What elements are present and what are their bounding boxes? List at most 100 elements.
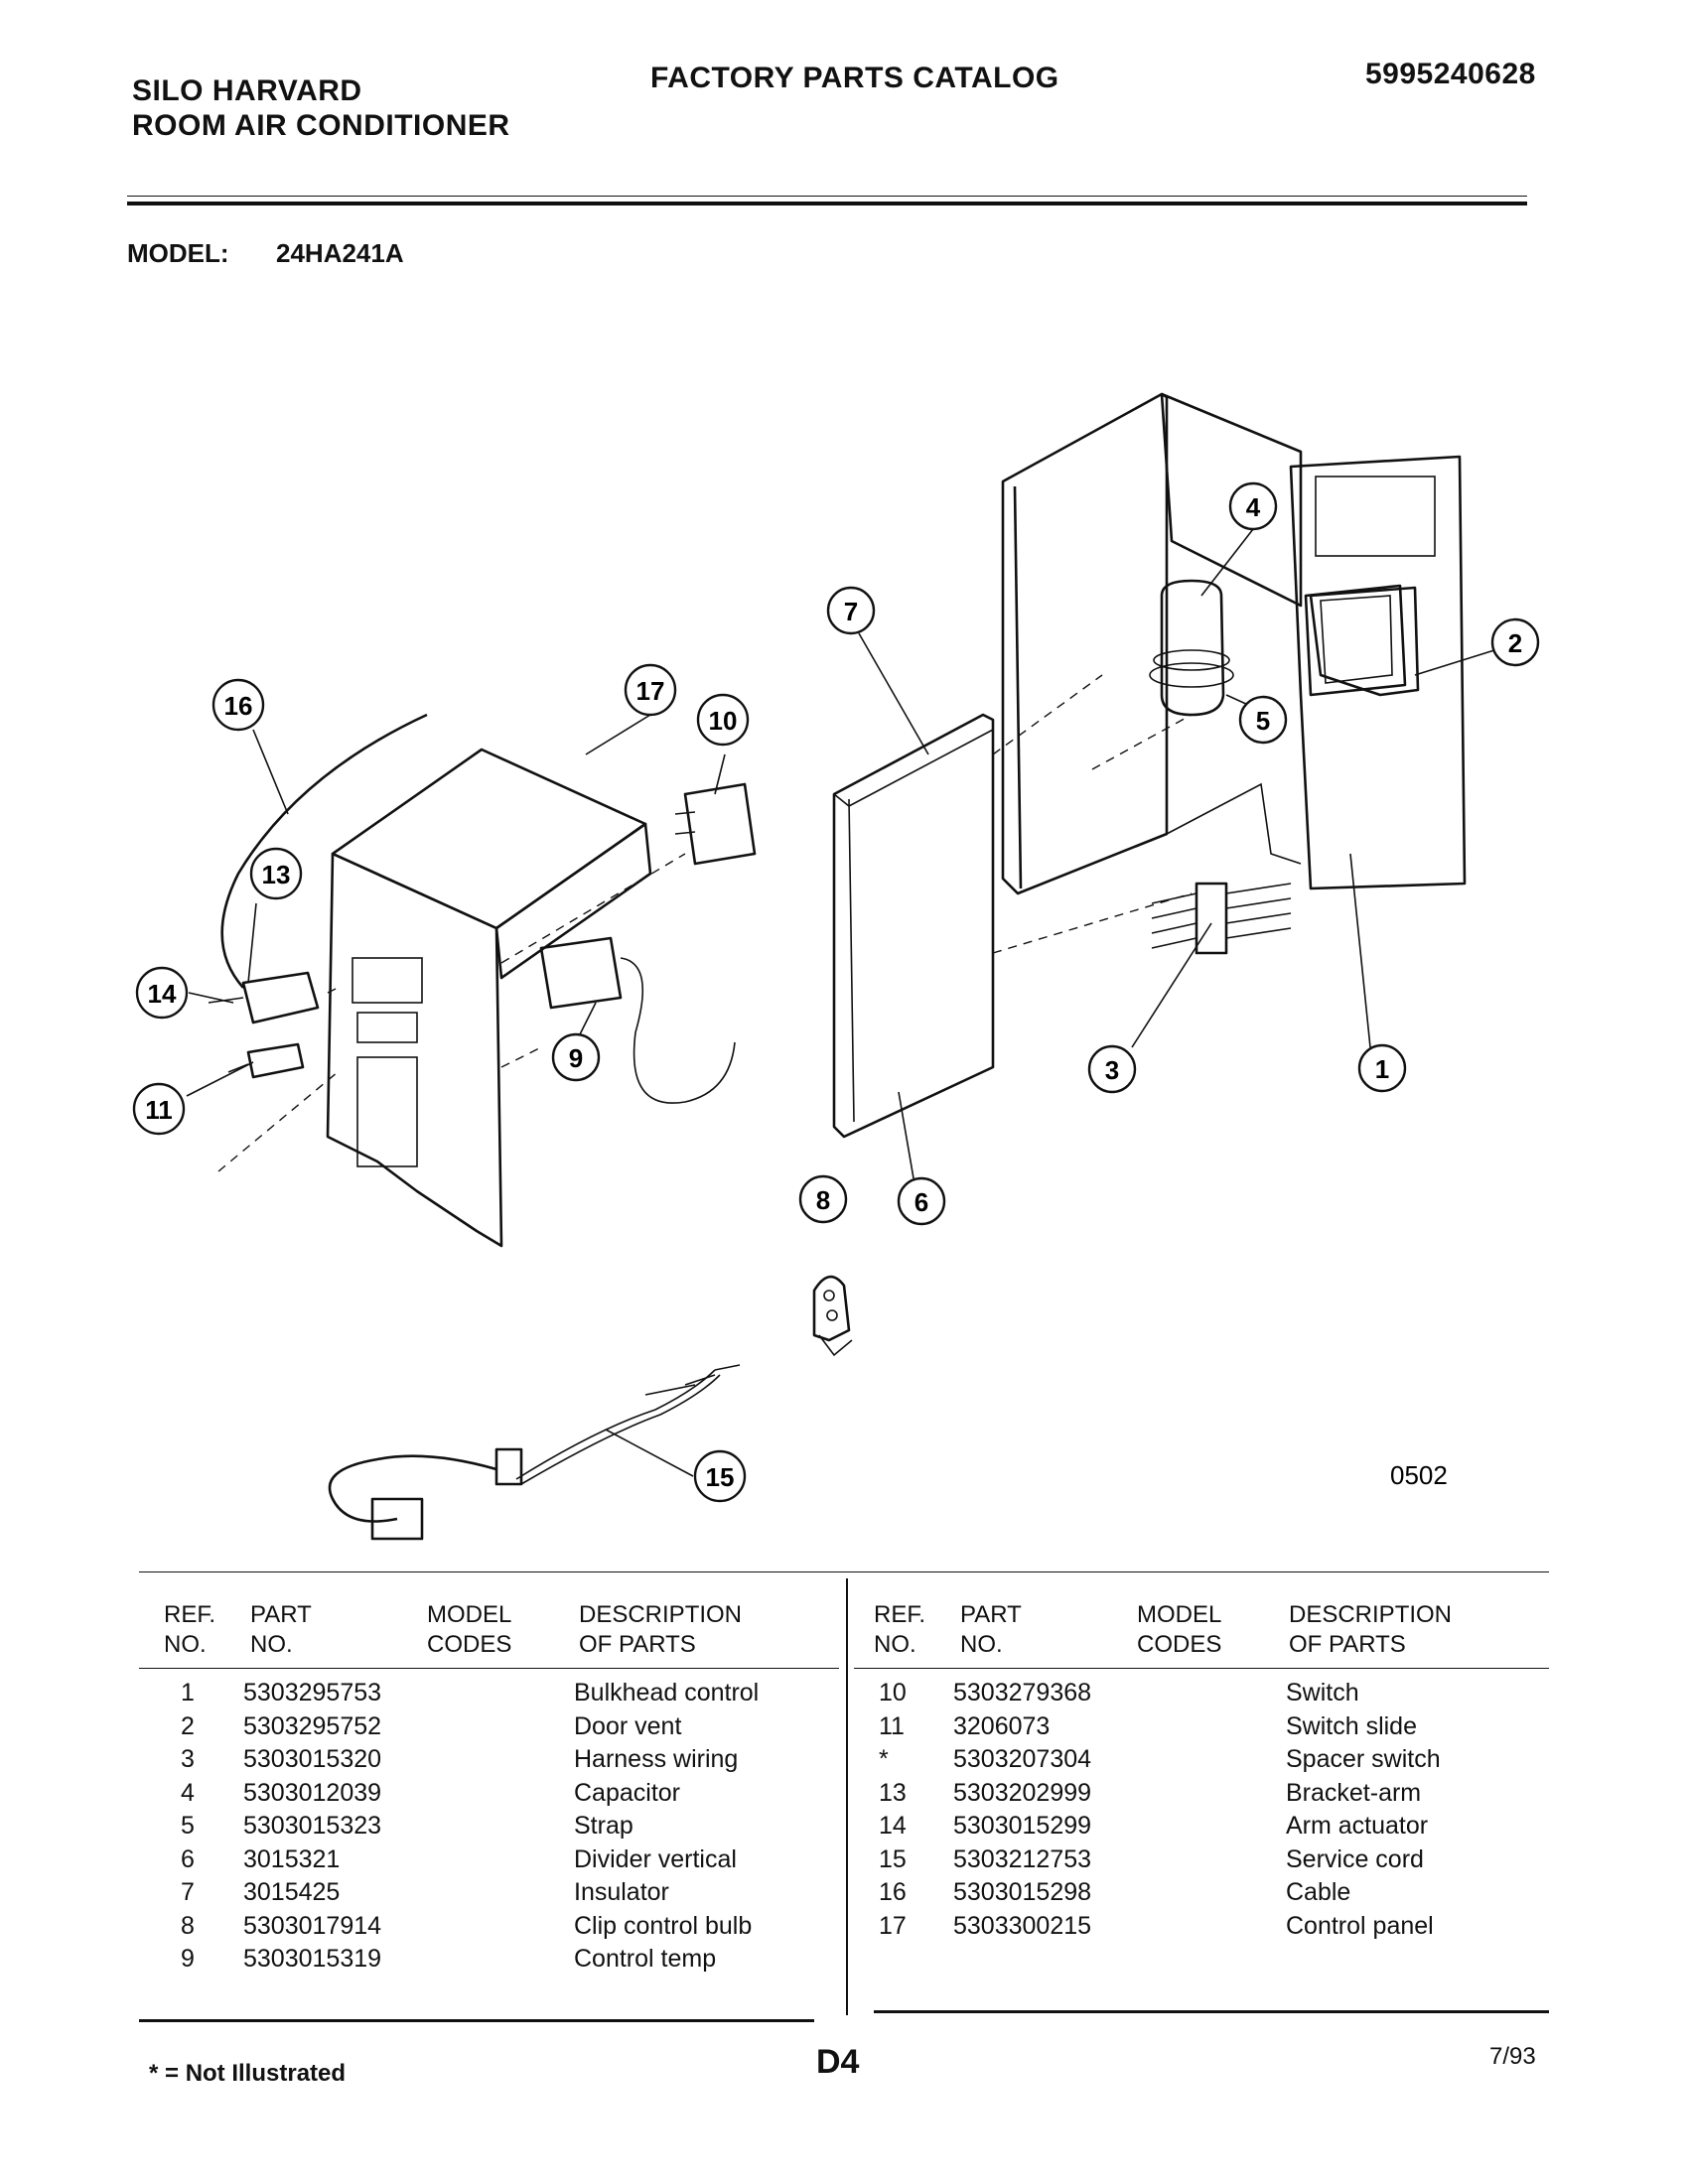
description-cell: Insulator (574, 1878, 669, 1906)
model-line: MODEL:24HA241A (127, 238, 404, 269)
control-panel-part (326, 748, 652, 1248)
svg-text:15: 15 (706, 1462, 735, 1492)
description-cell: Spacer switch (1286, 1745, 1441, 1773)
svg-text:3: 3 (1105, 1055, 1119, 1085)
part-number-cell: 5303015319 (243, 1945, 382, 1973)
header-rule-thin (127, 196, 1527, 197)
part-number-cell: 5303012039 (243, 1778, 382, 1807)
ref-cell: 2 (181, 1711, 195, 1740)
door-vent-part (1309, 586, 1420, 697)
catalog-title: FACTORY PARTS CATALOG (650, 62, 1059, 94)
description-cell: Arm actuator (1286, 1812, 1429, 1840)
description-cell: Harness wiring (574, 1745, 739, 1773)
callout-9: 9 (551, 1032, 601, 1082)
svg-text:8: 8 (816, 1185, 830, 1215)
ref-cell: * (879, 1745, 889, 1773)
part-number-cell: 5303207304 (953, 1745, 1092, 1773)
table-center-divider (846, 1578, 848, 2015)
ref-cell: 13 (879, 1778, 907, 1807)
part-number-cell: 5303295752 (243, 1711, 382, 1740)
description-cell: Clip control bulb (574, 1911, 753, 1940)
part-number-cell: 5303295753 (243, 1679, 382, 1706)
description-cell: Bracket-arm (1286, 1778, 1422, 1807)
divider-vertical-part (832, 713, 995, 1139)
svg-text:1: 1 (1375, 1054, 1389, 1084)
callout-13: 13 (249, 847, 303, 900)
table-bottom-rule-left (139, 2019, 814, 2022)
description-cell: Control panel (1286, 1911, 1434, 1940)
callout-7: 7 (826, 586, 876, 635)
callout-3: 3 (1087, 1044, 1137, 1094)
svg-text:11: 11 (145, 1095, 173, 1125)
part-number-cell: 5303015299 (953, 1812, 1092, 1840)
ref-cell: 10 (879, 1679, 907, 1706)
callout-15: 15 (693, 1449, 747, 1503)
callout-6: 6 (897, 1176, 946, 1226)
svg-text:7: 7 (844, 597, 858, 626)
product-name: ROOM AIR CONDITIONER (132, 109, 510, 142)
callout-5: 5 (1238, 695, 1288, 745)
description-cell: Switch slide (1286, 1711, 1417, 1740)
table-header-rule (854, 1668, 1549, 1669)
ref-cell: 3 (181, 1745, 195, 1773)
part-number-cell: 3206073 (953, 1711, 1051, 1740)
svg-text:6: 6 (914, 1187, 928, 1217)
diagram-code: 0502 (1390, 1460, 1448, 1490)
service-cord-part (328, 1364, 741, 1541)
callout-11: 11 (132, 1082, 186, 1136)
ref-cell: 6 (181, 1844, 195, 1873)
description-cell: Switch (1286, 1679, 1359, 1706)
ref-cell: 1 (181, 1679, 195, 1706)
ref-cell: 8 (181, 1911, 195, 1940)
ref-cell: 14 (879, 1812, 907, 1840)
clip-control-bulb-part (812, 1275, 853, 1357)
description-cell: Capacitor (574, 1778, 680, 1807)
document-number: 5995240628 (1365, 58, 1536, 90)
brand-name: SILO HARVARD (132, 74, 362, 107)
cable-part (220, 713, 428, 989)
description-cell: Door vent (574, 1711, 682, 1740)
not-illustrated-note: * = Not Illustrated (149, 2060, 347, 2087)
part-number-cell: 3015321 (243, 1844, 341, 1873)
callout-4: 4 (1228, 481, 1278, 531)
part-number-cell: 5303279368 (953, 1679, 1092, 1706)
bulkhead-control-part (1001, 392, 1467, 895)
description-cell: Control temp (574, 1945, 717, 1973)
svg-text:17: 17 (636, 676, 665, 706)
svg-text:14: 14 (148, 979, 177, 1009)
ref-cell: 7 (181, 1878, 195, 1906)
switch-part (674, 782, 757, 866)
callout-leaders (186, 528, 1495, 1477)
part-number-cell: 5303015323 (243, 1812, 382, 1840)
callout-8: 8 (798, 1174, 848, 1224)
part-number-cell: 5303015320 (243, 1745, 382, 1773)
callout-10: 10 (696, 693, 750, 747)
description-cell: Service cord (1286, 1844, 1424, 1873)
assembly-guide-lines (217, 674, 1193, 1172)
ref-cell: 15 (879, 1844, 907, 1873)
table-top-rule (139, 1571, 1549, 1572)
model-label: MODEL: (127, 238, 229, 268)
part-number-cell: 5303212753 (953, 1844, 1092, 1873)
exploded-parts-diagram: 1 2 3 4 5 6 7 8 9 10 11 13 14 15 16 17 0… (132, 392, 1540, 1541)
callout-1: 1 (1357, 1043, 1407, 1093)
table-header-rule (139, 1668, 839, 1669)
ref-cell: 5 (181, 1812, 195, 1840)
ref-cell: 4 (181, 1778, 195, 1807)
svg-text:13: 13 (262, 860, 291, 889)
svg-text:10: 10 (709, 706, 738, 736)
svg-text:5: 5 (1256, 706, 1270, 736)
bracket-arm-part (208, 971, 320, 1079)
part-number-cell: 5303300215 (953, 1911, 1092, 1940)
capacitor-part (1149, 579, 1234, 717)
part-number-cell: 5303015298 (953, 1878, 1092, 1906)
ref-cell: 11 (879, 1711, 905, 1740)
